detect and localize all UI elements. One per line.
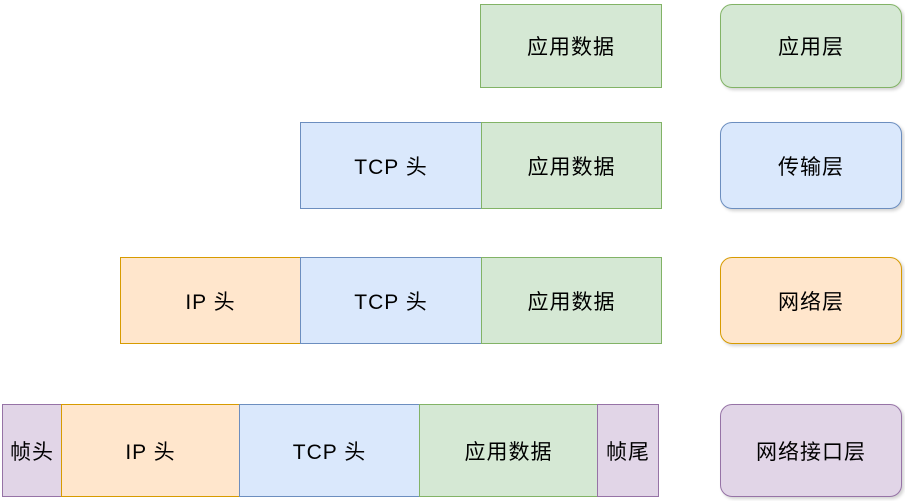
segment-ip-header: IP 头 — [120, 257, 301, 344]
layer-label-application: 应用层 — [720, 4, 902, 88]
segment-frame-header: 帧头 — [2, 404, 62, 497]
segment-app-data: 应用数据 — [481, 257, 662, 344]
segment-app-data: 应用数据 — [480, 4, 662, 88]
segment-tcp-header: TCP 头 — [300, 122, 482, 209]
layer-label-transport: 传输层 — [720, 122, 902, 209]
segment-ip-header: IP 头 — [61, 404, 240, 497]
layer-label-network: 网络层 — [720, 257, 902, 344]
segment-tcp-header: TCP 头 — [239, 404, 420, 497]
segment-app-data: 应用数据 — [419, 404, 598, 497]
layer-label-network-interface: 网络接口层 — [720, 404, 902, 497]
segment-tcp-header: TCP 头 — [300, 257, 482, 344]
segment-frame-trailer: 帧尾 — [597, 404, 659, 497]
segment-app-data: 应用数据 — [481, 122, 662, 209]
